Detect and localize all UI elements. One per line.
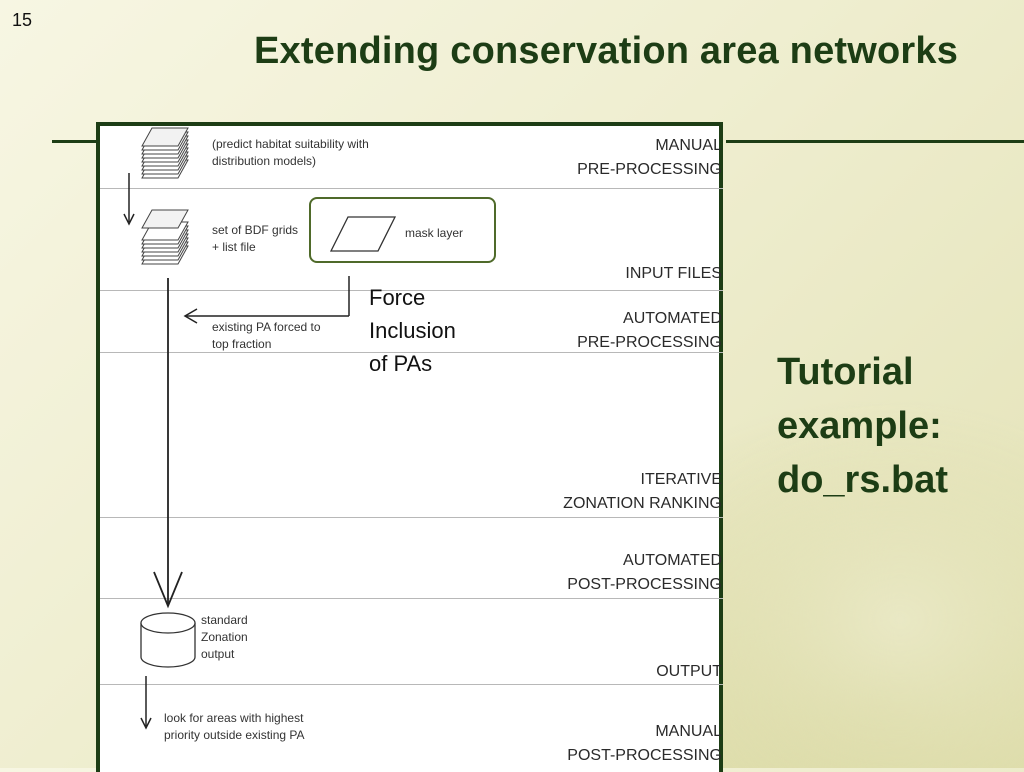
- callout-line: Inclusion: [369, 318, 456, 343]
- tutorial-line: Tutorial: [777, 351, 914, 393]
- slide-number: 15: [12, 10, 33, 30]
- stage-divider: [100, 598, 723, 599]
- tutorial-line: example:: [777, 405, 942, 447]
- look-for-areas-note: look for areas with highest priority out…: [164, 710, 305, 744]
- grid-stack-icon: [141, 127, 189, 179]
- mask-layer-icon: [329, 216, 397, 252]
- forced-pa-note: existing PA forced to top fraction: [212, 319, 321, 353]
- stage-manual-pre: MANUAL PRE-PROCESSING: [577, 134, 722, 182]
- note-line: Zonation: [201, 630, 248, 644]
- stage-label-line1: MANUAL: [655, 723, 722, 740]
- stage-divider: [100, 684, 723, 685]
- note-line: look for areas with highest: [164, 711, 304, 725]
- stage-label-line1: ITERATIVE: [640, 471, 723, 488]
- tutorial-line: do_rs.bat: [777, 459, 949, 501]
- note-line: standard: [201, 613, 248, 627]
- note-line: (predict habitat suitability with: [212, 137, 369, 151]
- stage-input-files: INPUT FILES: [625, 262, 722, 286]
- mask-layer-box: [309, 197, 496, 263]
- output-note: standard Zonation output: [201, 612, 248, 663]
- database-icon: [140, 612, 196, 668]
- down-arrow-icon: [123, 173, 135, 226]
- stage-label-line2: INPUT FILES: [625, 265, 722, 282]
- stage-iterative-ranking: ITERATIVE ZONATION RANKING: [563, 468, 722, 516]
- stage-automated-pre: AUTOMATED PRE-PROCESSING: [577, 307, 722, 355]
- stage-label-line2: OUTPUT: [656, 663, 722, 680]
- callout-line: Force: [369, 285, 426, 310]
- stage-label-line2: POST-PROCESSING: [567, 576, 722, 593]
- predict-note: (predict habitat suitability with distri…: [212, 136, 369, 170]
- note-line: priority outside existing PA: [164, 728, 305, 742]
- stage-label-line1: MANUAL: [655, 137, 722, 154]
- stage-output: OUTPUT: [656, 660, 722, 684]
- force-inclusion-arrow-icon: [183, 276, 350, 324]
- title-rule-right: [726, 140, 1024, 143]
- slide-title: Extending conservation area networks: [254, 30, 959, 72]
- stage-automated-post: AUTOMATED POST-PROCESSING: [567, 549, 722, 597]
- bdf-grids-stack-icon: [141, 209, 189, 265]
- stage-label-line2: POST-PROCESSING: [567, 747, 722, 764]
- stage-divider: [100, 352, 723, 353]
- note-line: distribution models): [212, 154, 317, 168]
- stage-divider: [100, 290, 723, 291]
- note-line: top fraction: [212, 337, 272, 351]
- callout-line: of PAs: [369, 351, 433, 376]
- stage-label-line2: PRE-PROCESSING: [577, 161, 722, 178]
- force-inclusion-callout: Force Inclusion of PAs: [369, 281, 456, 380]
- tutorial-example-text: Tutorial example: do_rs.bat: [777, 345, 948, 507]
- bdf-grids-note: set of BDF grids + list file: [212, 222, 298, 256]
- stage-divider: [100, 188, 723, 189]
- mask-layer-label: mask layer: [405, 226, 464, 240]
- stage-divider: [100, 517, 723, 518]
- down-arrow-icon: [140, 676, 152, 730]
- note-line: existing PA forced to: [212, 320, 321, 334]
- title-rule-left: [52, 140, 100, 143]
- stage-label-line1: AUTOMATED: [623, 552, 722, 569]
- note-line: + list file: [212, 240, 256, 254]
- stage-label-line2: PRE-PROCESSING: [577, 334, 722, 351]
- note-line: output: [201, 647, 235, 661]
- main-flow-arrow-icon: [153, 278, 183, 609]
- stage-label-line1: AUTOMATED: [623, 310, 722, 327]
- stage-label-line2: ZONATION RANKING: [563, 495, 722, 512]
- note-line: set of BDF grids: [212, 223, 299, 237]
- stage-manual-post: MANUAL POST-PROCESSING: [567, 720, 722, 768]
